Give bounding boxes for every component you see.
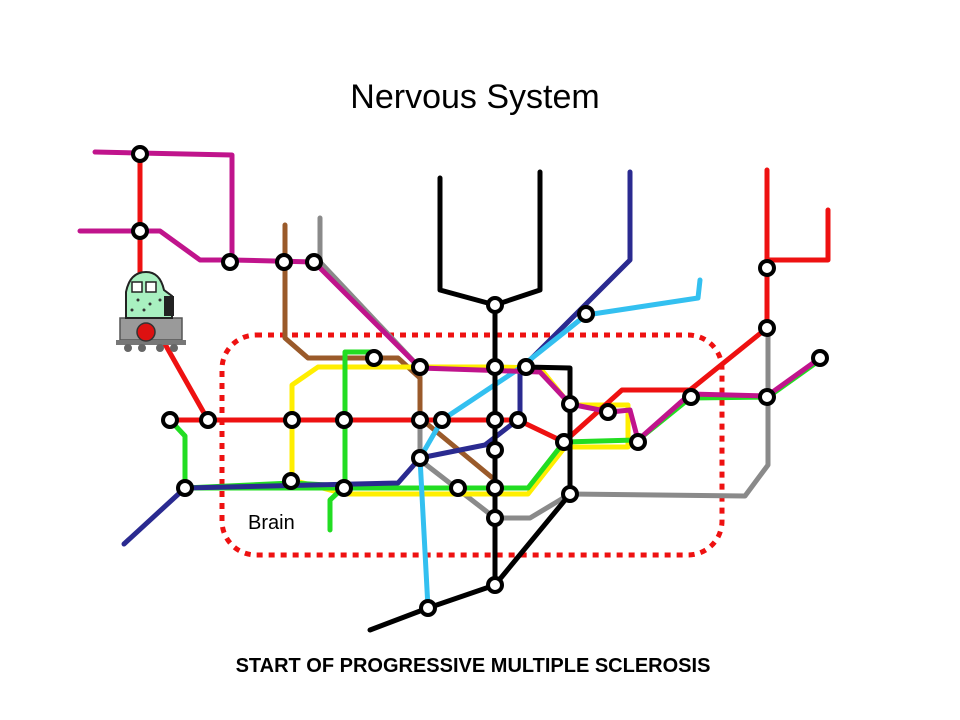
red-line-3	[764, 207, 831, 263]
station	[486, 479, 504, 497]
station	[199, 411, 217, 429]
brain-region-label: Brain	[248, 512, 295, 534]
nerve-lines	[77, 149, 831, 633]
station	[411, 411, 429, 429]
station	[517, 358, 535, 376]
station	[305, 253, 323, 271]
station	[629, 433, 647, 451]
station	[221, 253, 239, 271]
slide-title: Nervous System	[350, 78, 600, 116]
station	[486, 509, 504, 527]
station	[577, 305, 595, 323]
station	[758, 259, 776, 277]
stations	[131, 145, 829, 617]
station	[283, 411, 301, 429]
station	[486, 576, 504, 594]
spinal-cord-fork	[437, 169, 543, 308]
station	[555, 433, 573, 451]
station	[365, 349, 383, 367]
station	[131, 222, 149, 240]
station	[682, 388, 700, 406]
station	[486, 296, 504, 314]
station	[161, 411, 179, 429]
station	[449, 479, 467, 497]
station	[486, 358, 504, 376]
navy-line	[121, 169, 633, 547]
brain-region-border	[219, 332, 725, 558]
station	[411, 449, 429, 467]
station	[419, 599, 437, 617]
station	[335, 479, 353, 497]
station	[282, 472, 300, 490]
station	[561, 395, 579, 413]
station	[275, 253, 293, 271]
station	[509, 411, 527, 429]
station	[561, 485, 579, 503]
station	[758, 388, 776, 406]
slide-caption: START OF PROGRESSIVE MULTIPLE SCLEROSIS	[235, 655, 711, 677]
station	[599, 403, 617, 421]
station	[411, 358, 429, 376]
magenta-line-2	[77, 228, 235, 263]
station	[486, 411, 504, 429]
station	[335, 411, 353, 429]
black-line-2	[492, 364, 573, 588]
train-icon	[116, 270, 186, 352]
station	[176, 479, 194, 497]
station	[758, 319, 776, 337]
station	[486, 441, 504, 459]
station	[433, 411, 451, 429]
station	[811, 349, 829, 367]
station	[131, 145, 149, 163]
